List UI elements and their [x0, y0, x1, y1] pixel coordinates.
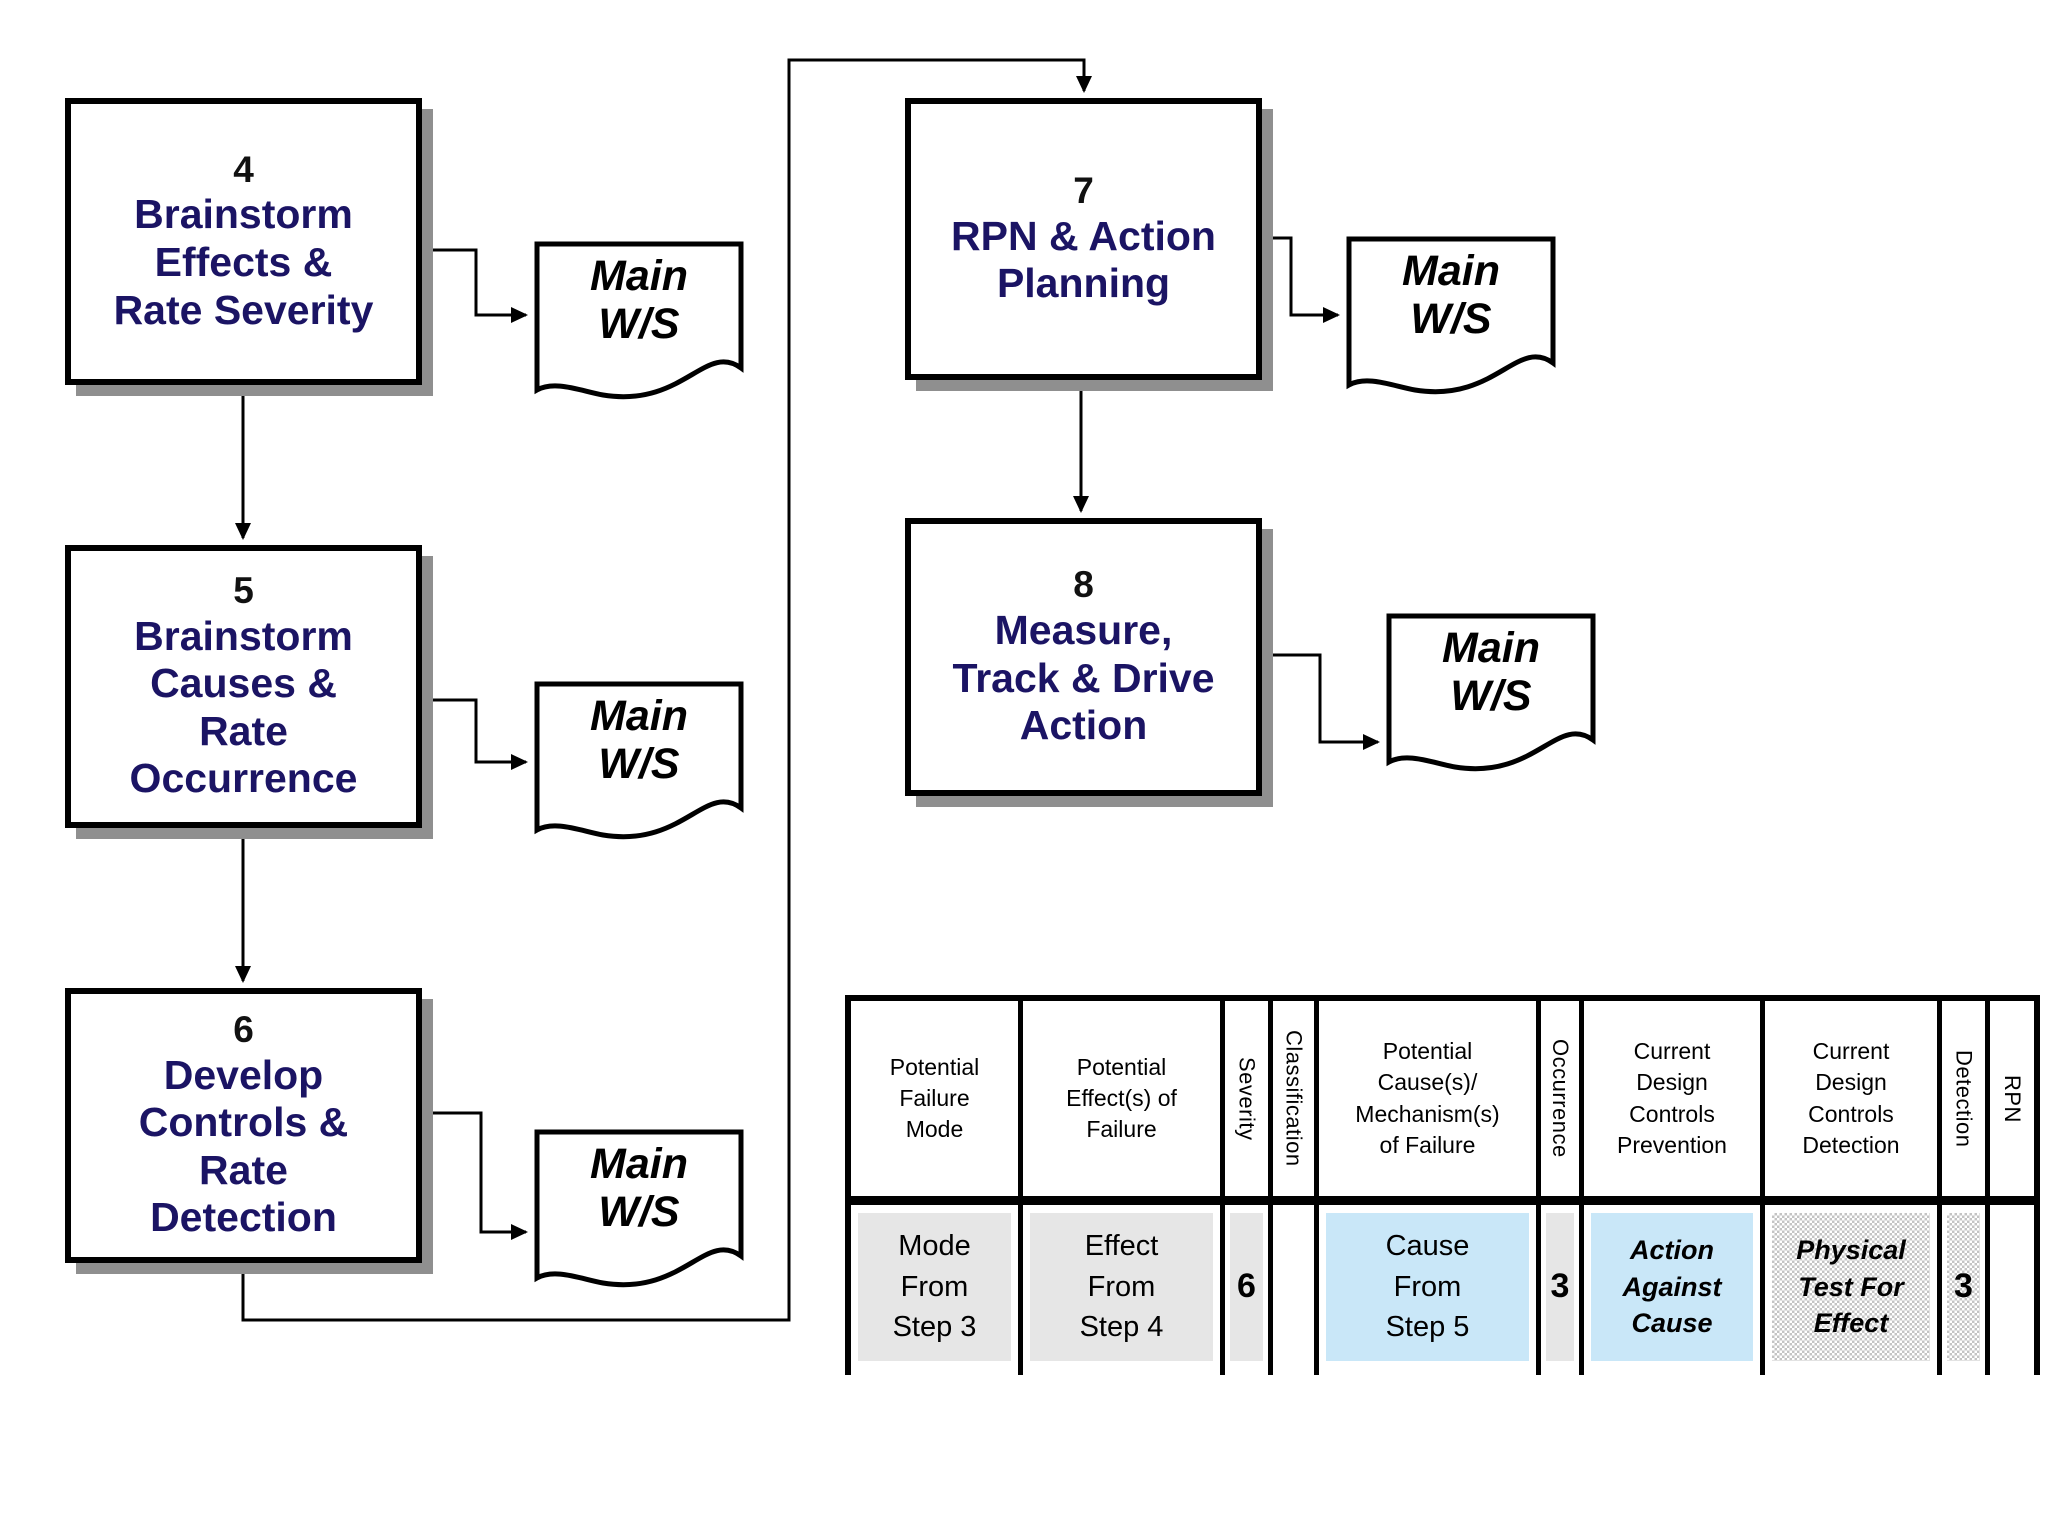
- cell-effect: Effect From Step 4: [1023, 1205, 1225, 1375]
- step-box-5: 5 Brainstorm Causes & Rate Occurrence: [65, 545, 422, 828]
- header-severity: Severity: [1225, 1001, 1273, 1196]
- step-title: Brainstorm Effects & Rate Severity: [113, 191, 374, 333]
- step-title: RPN & Action Planning: [951, 212, 1216, 307]
- arrow-step5-to-doc2: [424, 698, 528, 770]
- document-shape-main-ws-2: Main W/S: [533, 680, 745, 848]
- step-title: Measure, Track & Drive Action: [952, 606, 1215, 749]
- cell-severity-value: 6: [1225, 1205, 1273, 1375]
- header-classification: Classification: [1273, 1001, 1319, 1196]
- document-label: Main W/S: [590, 692, 688, 789]
- arrow-step7-to-doc4: [1262, 236, 1340, 323]
- document-label: Main W/S: [1402, 247, 1500, 344]
- arrow-step6-to-step7: [241, 58, 1092, 1322]
- document-outline: [1386, 613, 1596, 772]
- document-label: Main W/S: [590, 1140, 688, 1237]
- fmea-table-data-row: Mode From Step 3 Effect From Step 4 6 Ca…: [851, 1205, 2034, 1375]
- step-number: 8: [1073, 564, 1094, 606]
- fmea-table: Potential Failure Mode Potential Effect(…: [845, 995, 2040, 1375]
- document-label: Main W/S: [590, 252, 688, 349]
- cell-detection-control: Physical Test For Effect: [1765, 1205, 1942, 1375]
- step-box-4: 4 Brainstorm Effects & Rate Severity: [65, 98, 422, 385]
- cell-occurrence-value: 3: [1541, 1205, 1584, 1375]
- document-outline: [534, 241, 744, 400]
- step-title: Brainstorm Causes & Rate Occurrence: [129, 612, 358, 802]
- cell-failure-mode: Mode From Step 3: [851, 1205, 1023, 1375]
- arrow-step6-to-doc3: [424, 1111, 528, 1240]
- step-box-8: 8 Measure, Track & Drive Action: [905, 518, 1262, 796]
- header-occurrence: Occurrence: [1541, 1001, 1584, 1196]
- cell-rpn-value: [1990, 1205, 2034, 1375]
- header-potential-failure-mode: Potential Failure Mode: [851, 1001, 1023, 1196]
- document-outline: [534, 681, 744, 840]
- document-shape-main-ws-3: Main W/S: [533, 1128, 745, 1296]
- step-box-6: 6 Develop Controls & Rate Detection: [65, 988, 422, 1263]
- header-potential-effects-of-failure: Potential Effect(s) of Failure: [1023, 1001, 1225, 1196]
- step-box-7: 7 RPN & Action Planning: [905, 98, 1262, 380]
- document-shape-main-ws-5: Main W/S: [1385, 612, 1597, 780]
- header-detection: Detection: [1942, 1001, 1990, 1196]
- cell-cause: Cause From Step 5: [1319, 1205, 1541, 1375]
- fmea-table-header-row: Potential Failure Mode Potential Effect(…: [851, 1001, 2034, 1196]
- cell-classification-value: [1273, 1205, 1319, 1375]
- cell-prevention-control: Action Against Cause: [1584, 1205, 1765, 1375]
- step-title: Develop Controls & Rate Detection: [138, 1051, 349, 1241]
- header-potential-causes: Potential Cause(s)/ Mechanism(s) of Fail…: [1319, 1001, 1541, 1196]
- arrow-step4-to-doc1: [424, 248, 528, 323]
- document-outline: [1346, 236, 1556, 395]
- document-shape-main-ws-1: Main W/S: [533, 240, 745, 408]
- step-number: 7: [1073, 170, 1094, 212]
- arrow-step8-to-doc5: [1262, 653, 1380, 750]
- step-number: 4: [233, 148, 254, 190]
- document-label: Main W/S: [1442, 624, 1540, 721]
- header-rpn: RPN: [2000, 1074, 2025, 1123]
- header-current-design-controls-prevention: Current Design Controls Prevention: [1584, 1001, 1765, 1196]
- step-number: 5: [233, 570, 254, 612]
- cell-detection-value: 3: [1942, 1205, 1990, 1375]
- header-divider: [851, 1196, 2034, 1205]
- document-shape-main-ws-4: Main W/S: [1345, 235, 1557, 403]
- step-number: 6: [233, 1009, 254, 1051]
- document-outline: [534, 1129, 744, 1288]
- header-current-design-controls-detection: Current Design Controls Detection: [1765, 1001, 1942, 1196]
